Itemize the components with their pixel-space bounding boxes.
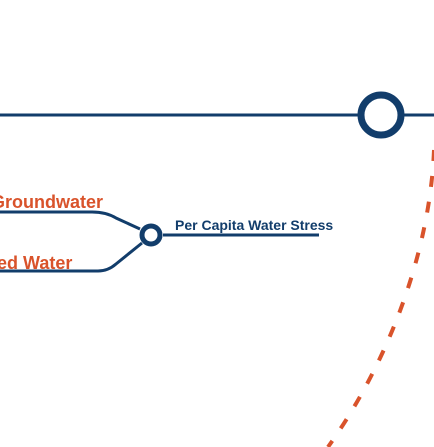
per-capita-water-stress-label: Per Capita Water Stress [175, 217, 333, 233]
groundwater-label: Groundwater [0, 192, 103, 212]
reclaimed-water-label: Reclaimed Water [0, 253, 72, 273]
reclaimed-water-connector [0, 241, 143, 273]
orange-dashed-connector [326, 149, 434, 447]
merge-node [139, 223, 163, 247]
groundwater-connector [0, 210, 141, 231]
large-node [357, 91, 405, 139]
